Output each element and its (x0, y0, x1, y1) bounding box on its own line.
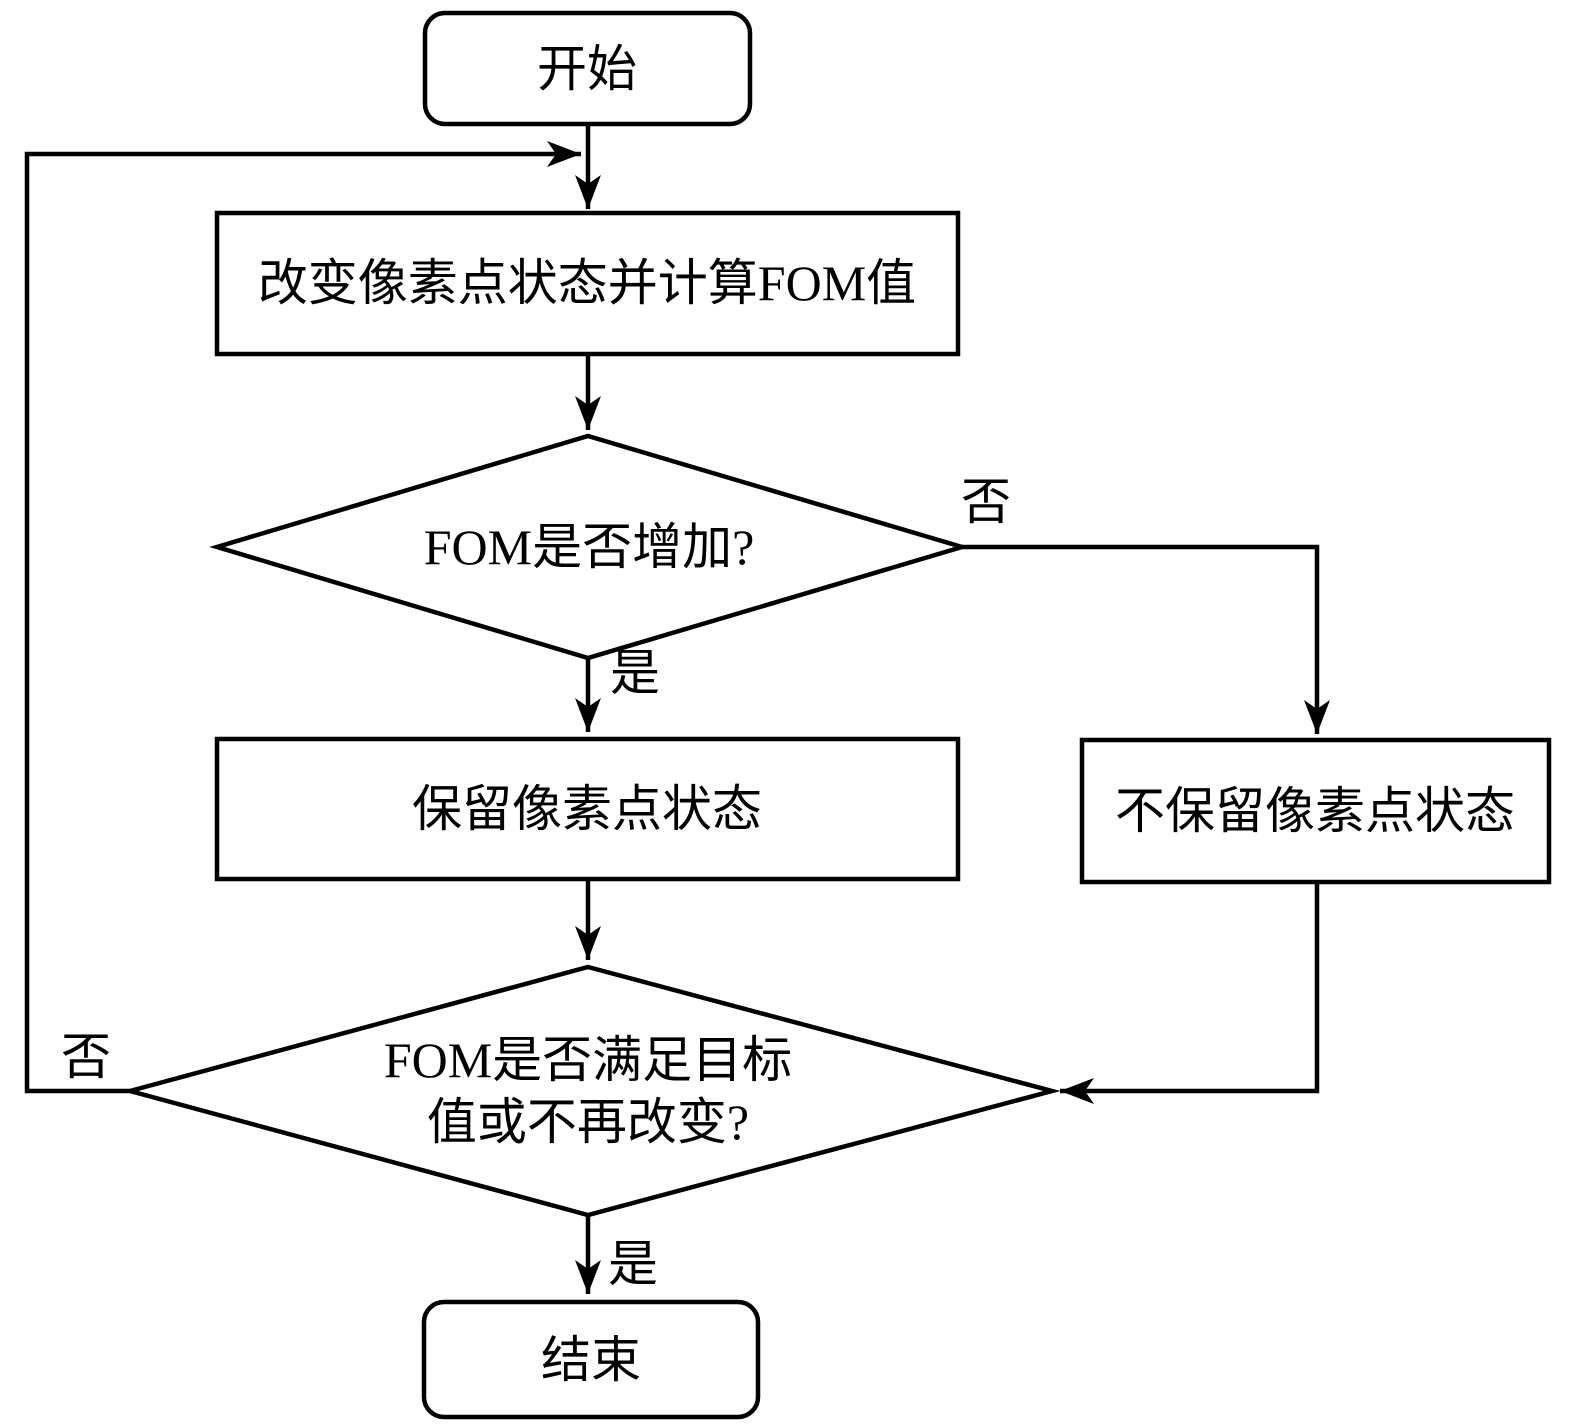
fom-target-decision-label-line1: FOM是否满足目标 (384, 1032, 792, 1088)
edge-label-fom-target-yes: 是 (608, 1236, 658, 1292)
node-change-pixel-process: 改变像素点状态并计算FOM值 (214, 210, 961, 357)
node-end-terminator: 结束 (421, 1299, 761, 1420)
end-terminator-label: 结束 (541, 1332, 641, 1388)
change-pixel-process-label: 改变像素点状态并计算FOM值 (258, 255, 916, 311)
start-terminator-shape (422, 10, 753, 127)
fom-increase-decision-shape (209, 433, 970, 661)
fom-target-decision-label-line2: 值或不再改变? (427, 1094, 749, 1150)
edge-loop-no-back-to-top (24, 141, 581, 1094)
fom-increase-decision-label: FOM是否增加? (424, 519, 755, 575)
node-discard-state-process: 不保留像素点状态 (1079, 737, 1552, 885)
discard-state-process-label: 不保留像素点状态 (1115, 783, 1515, 839)
keep-state-process-shape (214, 736, 961, 882)
edge-label-fom-increase-yes: 是 (610, 645, 660, 701)
edge-label-fom-increase-no: 否 (961, 474, 1011, 530)
edge-fom-increase-no-to-discard (962, 544, 1330, 734)
edge-discard-to-fom-target (1060, 882, 1320, 1104)
keep-state-process-label: 保留像素点状态 (412, 781, 762, 837)
node-keep-state-process: 保留像素点状态 (214, 736, 961, 882)
edge-label-fom-target-no: 否 (61, 1029, 111, 1085)
node-fom-target-decision: FOM是否满足目标 值或不再改变? (121, 964, 1061, 1218)
node-fom-increase-decision: FOM是否增加? (209, 433, 970, 661)
discard-state-process-shape (1079, 737, 1552, 885)
fom-target-decision-shape (121, 964, 1061, 1218)
end-terminator-shape (421, 1299, 761, 1420)
change-pixel-process-shape (214, 210, 961, 357)
node-start-terminator: 开始 (422, 10, 753, 127)
start-terminator-label: 开始 (537, 41, 637, 97)
